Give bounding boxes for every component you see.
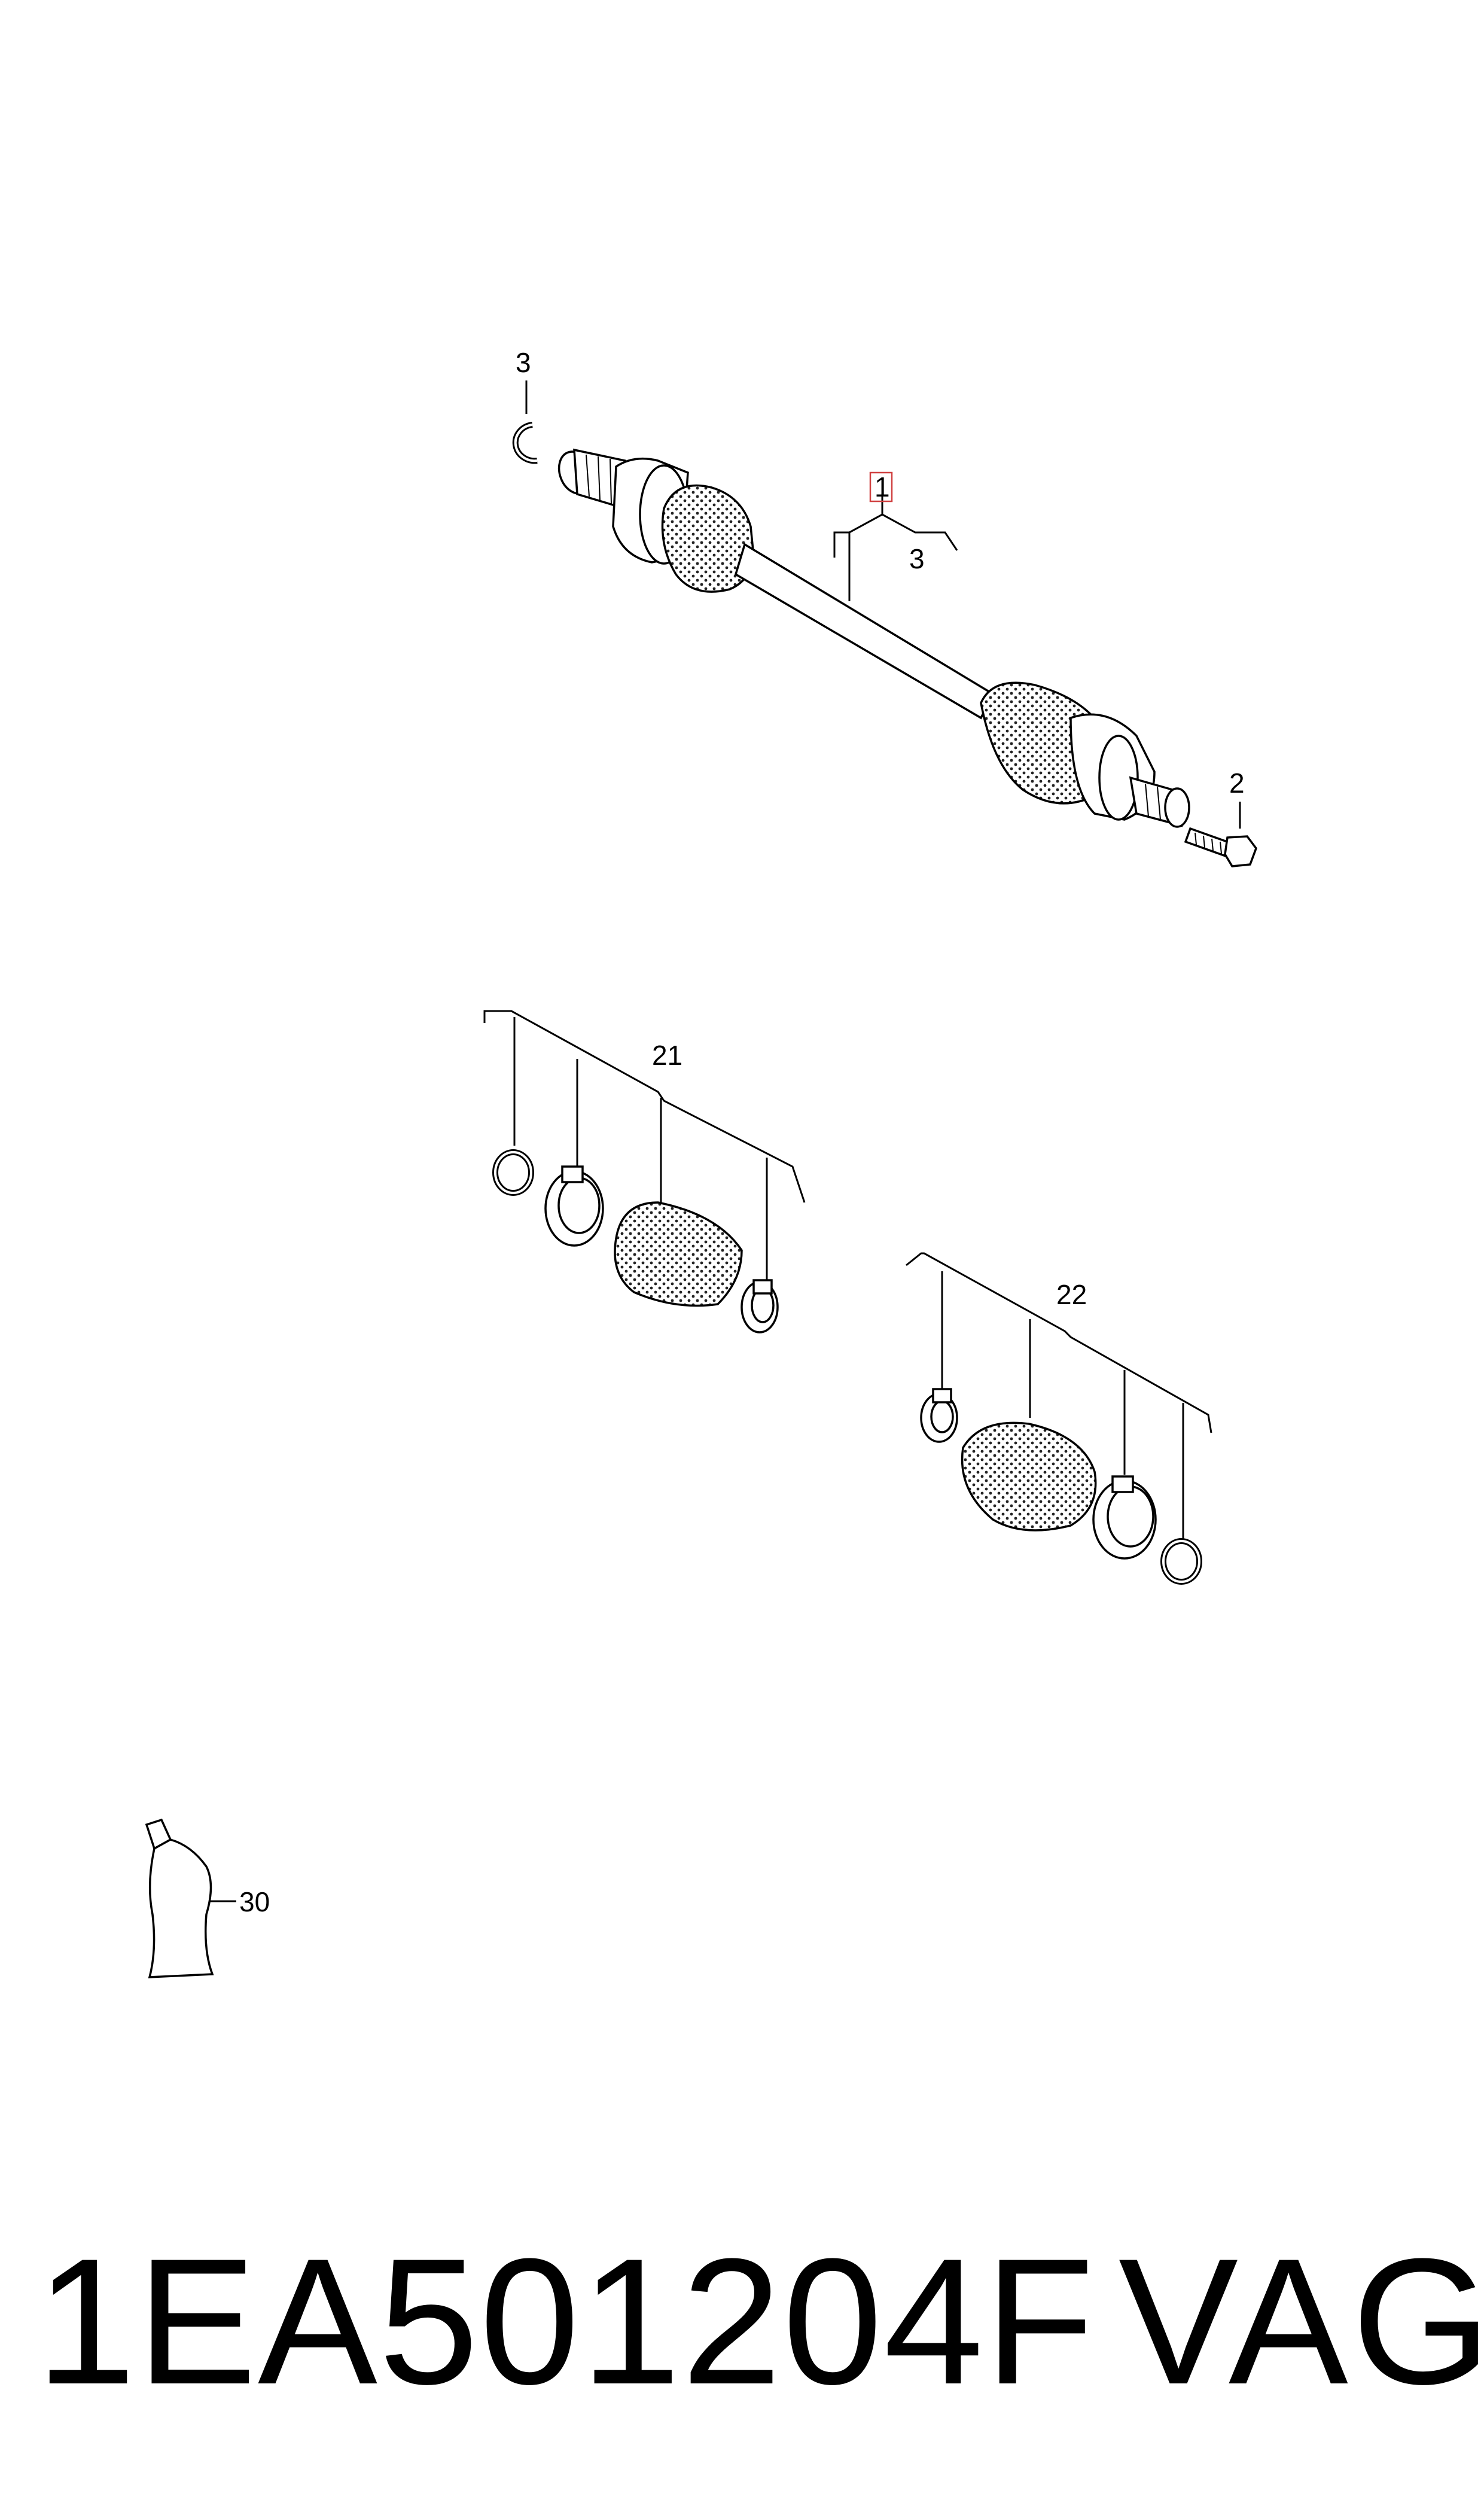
repair-kit-21-bracket <box>483 1010 806 1292</box>
part-number: 1EA501204F <box>36 2221 1096 2422</box>
kit22-large-clamp <box>1092 1475 1157 1560</box>
callout-30: 30 <box>239 1886 270 1917</box>
callout-22: 22 <box>1056 1279 1087 1310</box>
outer-spline-stub <box>1129 776 1190 828</box>
kit21-boot <box>614 1201 743 1307</box>
callout-1-highlight <box>869 471 893 503</box>
callout-3-bracket: 3 <box>909 543 925 574</box>
kit22-circlip <box>1160 1538 1202 1585</box>
brand-name: VAG <box>1119 2221 1484 2422</box>
callout-2: 2 <box>1229 768 1245 799</box>
kit22-boot <box>961 1421 1097 1531</box>
kit21-large-clamp <box>544 1165 604 1247</box>
drive-shaft-assembly <box>557 448 1190 828</box>
callout-21: 21 <box>652 1040 682 1071</box>
callout-1: 1 <box>874 471 890 503</box>
kit21-small-clamp <box>741 1279 779 1333</box>
callout-3-ring: 3 <box>516 347 531 378</box>
shaft <box>734 543 995 720</box>
kit21-circlip <box>492 1149 534 1196</box>
footer: 1EA501204F VAG <box>0 2213 1484 2429</box>
circlip-ring <box>512 422 538 464</box>
kit22-small-clamp <box>920 1388 958 1443</box>
repair-kit-22-bracket <box>906 1252 1212 1540</box>
callout-1-bracket <box>833 494 958 601</box>
grease-tube <box>145 1818 214 1978</box>
bolt <box>1184 827 1257 867</box>
